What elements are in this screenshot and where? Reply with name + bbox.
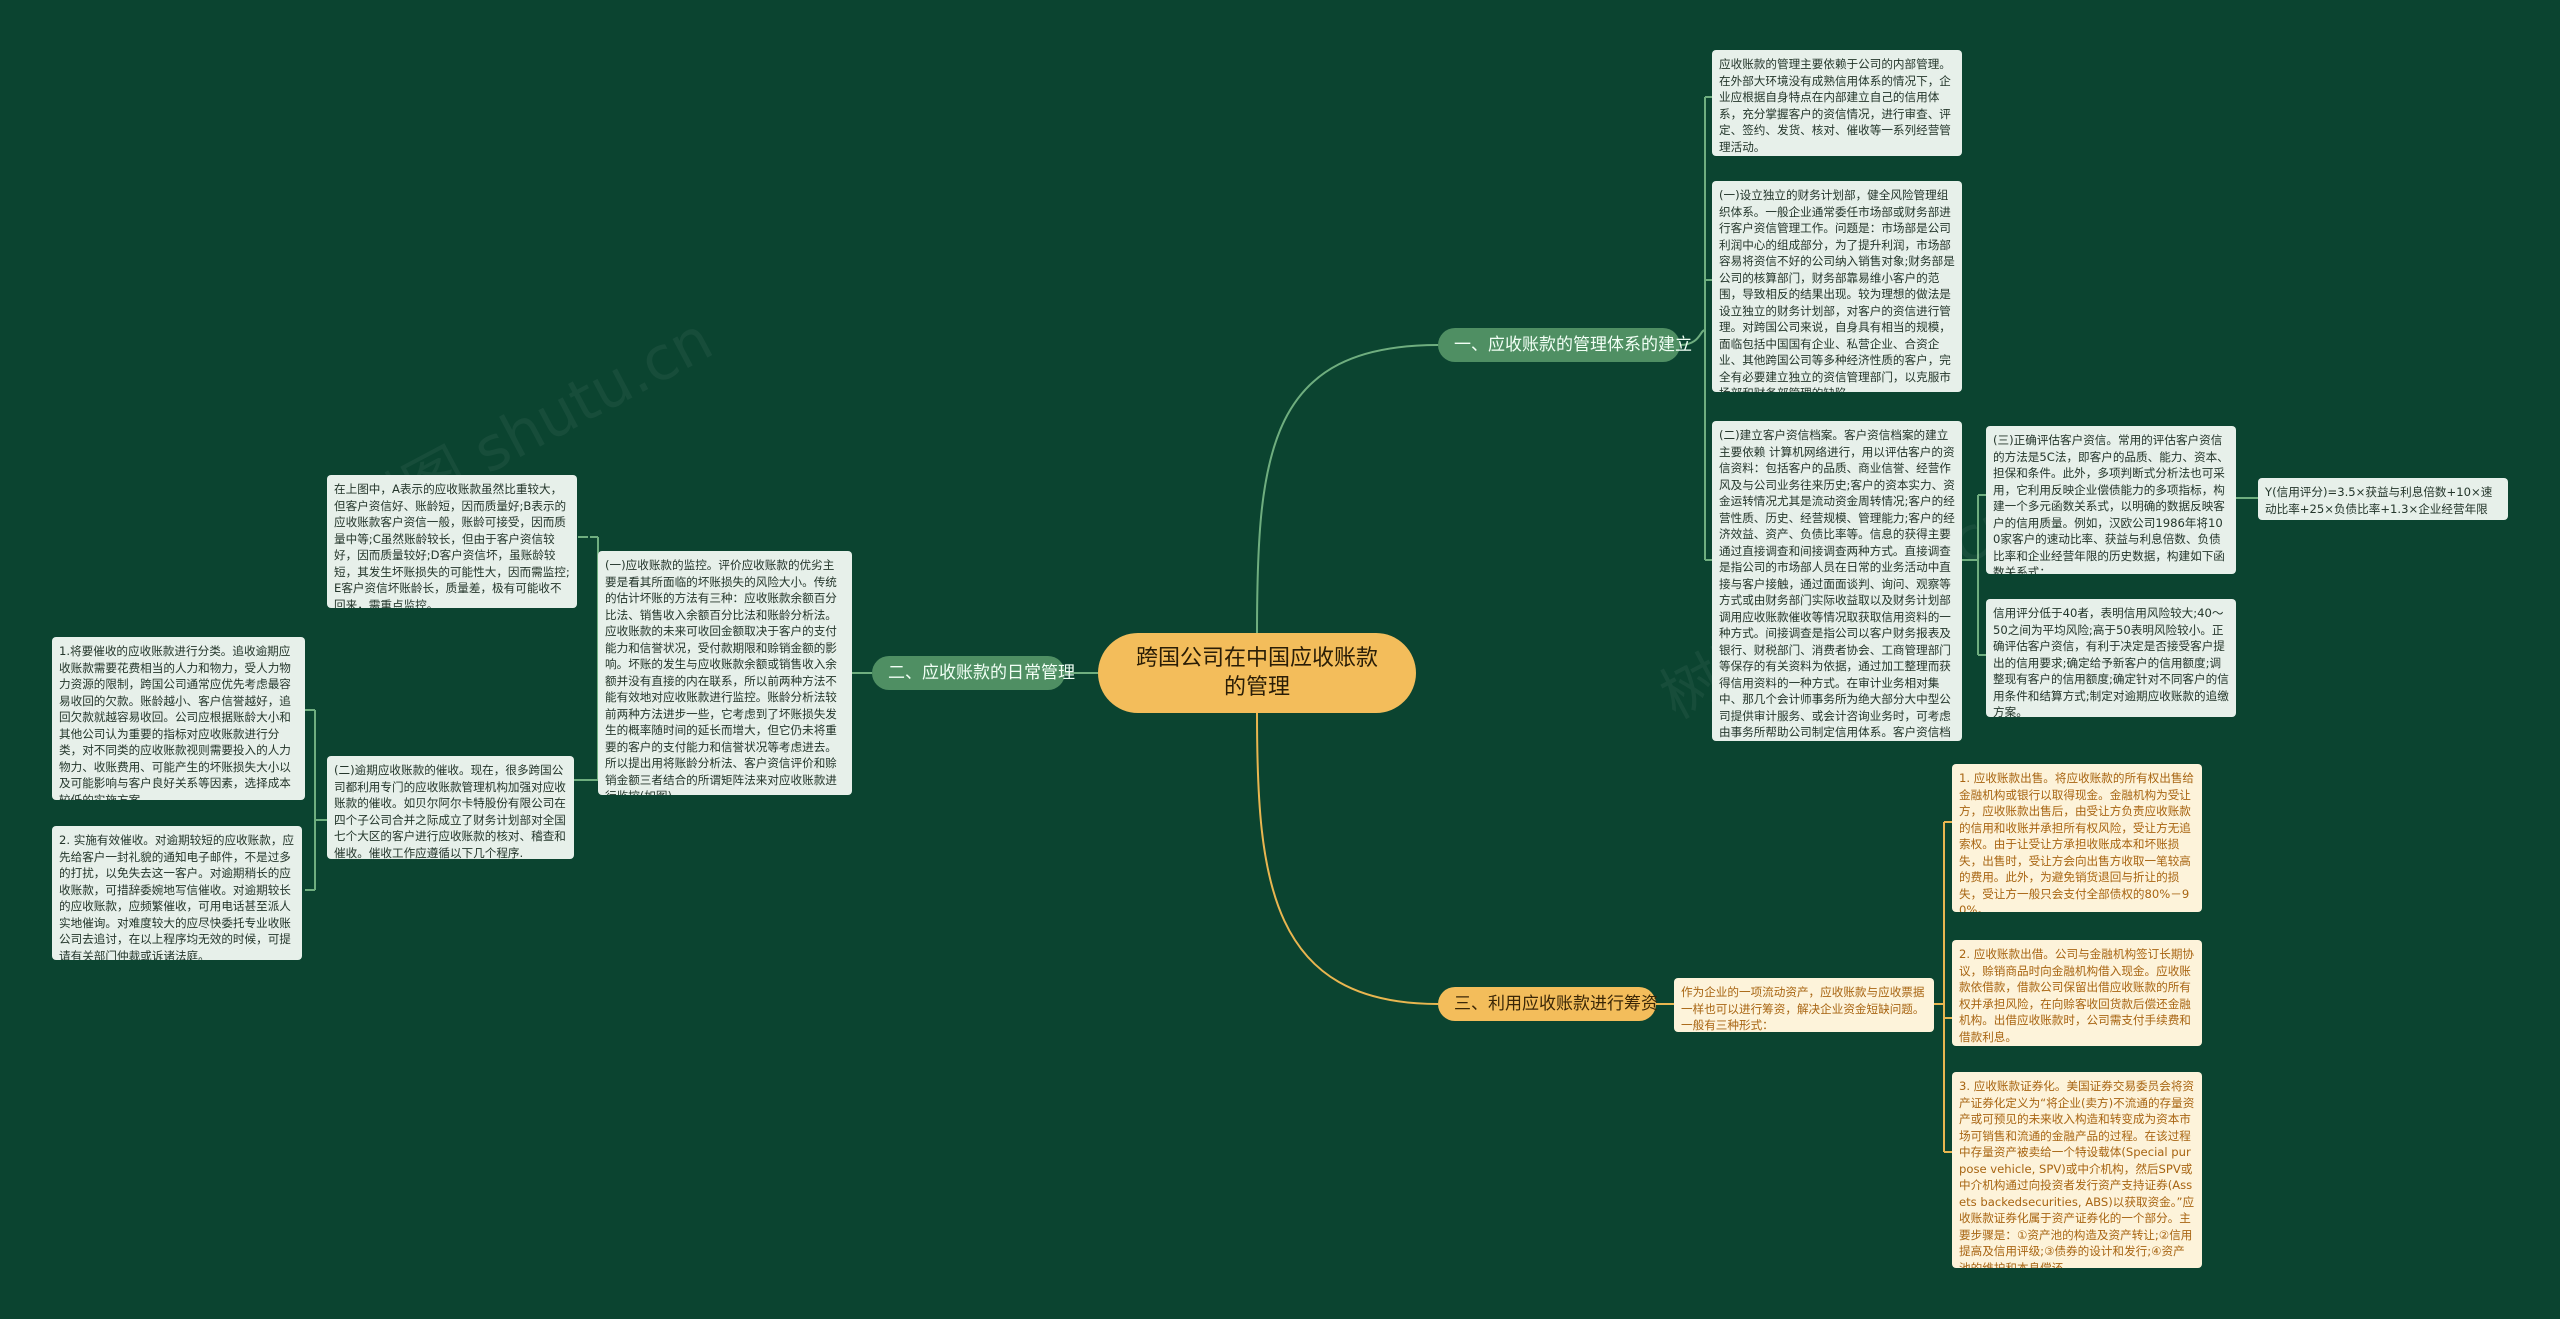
b3-intro-card: 作为企业的一项流动资产，应收账款与应收票据一样也可以进行筹资，解决企业资金短缺问… xyxy=(1674,978,1934,1032)
branch-financing[interactable]: 三、利用应收账款进行筹资 xyxy=(1438,987,1658,1021)
b1-credit-file-card: (二)建立客户资信档案。客户资信档案的建立主要依赖 计算机网络进行，用以评估客户… xyxy=(1712,421,1962,741)
b3-securitization-card: 3. 应收账款证券化。美国证券交易委员会将资产证券化定义为“将企业(卖方)不流通… xyxy=(1952,1072,2202,1268)
b1-credit-eval-card: (三)正确评估客户资信。常用的评估客户资信的方法是5C法，即客户的品质、能力、资… xyxy=(1986,426,2236,574)
b3-sale-card: 1. 应收账款出售。将应收账款的所有权出售给金融机构或银行以取得现金。金融机构为… xyxy=(1952,764,2202,912)
b2-monitoring-card: (一)应收账款的监控。评价应收账款的优劣主要是看其所面临的坏账损失的风险大小。传… xyxy=(598,551,852,795)
branch-daily-management[interactable]: 二、应收账款的日常管理 xyxy=(872,656,1075,690)
b1-intro-card: 应收账款的管理主要依赖于公司的内部管理。在外部大环境没有成熟信用体系的情况下，企… xyxy=(1712,50,1962,156)
b1-finance-dept-card: (一)设立独立的财务计划部，健全风险管理组织体系。一般企业通常委任市场部或财务部… xyxy=(1712,181,1962,392)
root-topic-label: 跨国公司在中国应收账款的管理 xyxy=(1135,646,1378,700)
b1-score-card: 信用评分低于40者，表明信用风险较大;40～50之间为平均风险;高于50表明风险… xyxy=(1986,599,2236,717)
b2-matrix-card: 在上图中，A表示的应收账款虽然比重较大，但客户资信好、账龄短，因而质量好;B表示… xyxy=(327,475,577,608)
root-topic[interactable]: 跨国公司在中国应收账款的管理 xyxy=(1098,633,1416,713)
b2-classify-card: 1.将要催收的应收账款进行分类。追收逾期应收账款需要花费相当的人力和物力，受人力… xyxy=(52,637,305,800)
b2-collect-card: 2. 实施有效催收。对逾期较短的应收账款，应先给客户一封礼貌的通知电子邮件，不是… xyxy=(52,826,302,960)
b3-lend-card: 2. 应收账款出借。公司与金融机构签订长期协议，赊销商品时向金融机构借入现金。应… xyxy=(1952,940,2202,1046)
b2-overdue-card: (二)逾期应收账款的催收。现在，很多跨国公司都利用专门的应收账款管理机构加强对应… xyxy=(327,756,574,859)
b1-formula-card: Y(信用评分)=3.5×获益与利息倍数+10×速动比率+25×负债比率+1.3×… xyxy=(2258,478,2508,520)
branch-management-system[interactable]: 一、应收账款的管理体系的建立 xyxy=(1438,328,1692,362)
